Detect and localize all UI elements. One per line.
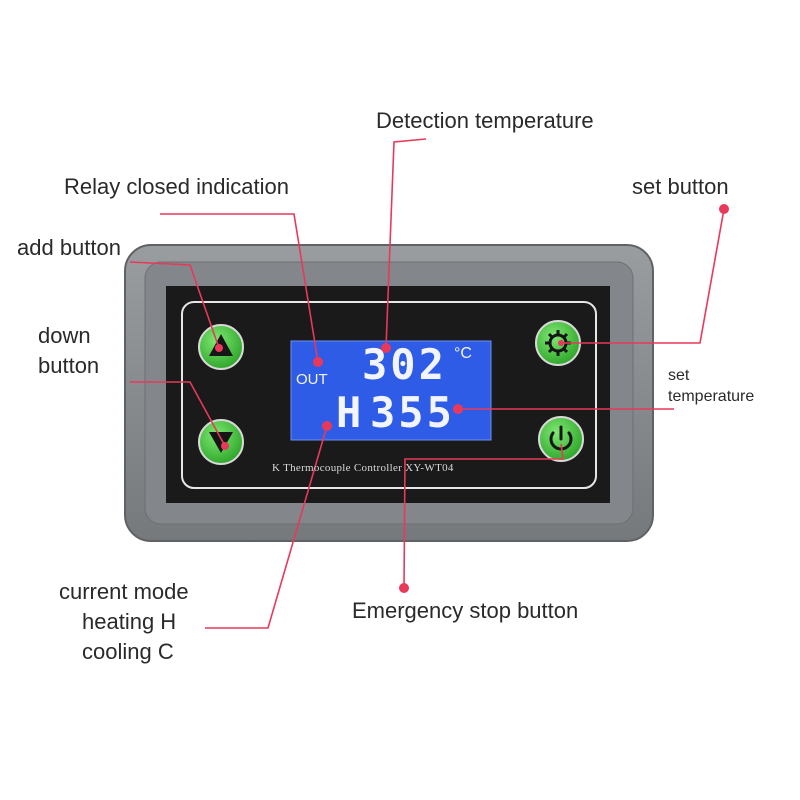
out-indicator: OUT xyxy=(296,371,328,388)
label-detection-temperature: Detection temperature xyxy=(376,108,594,133)
label-current-mode-2: heating H xyxy=(82,609,177,634)
down-button[interactable] xyxy=(198,419,244,465)
callout-line-emergency-stop xyxy=(403,443,564,589)
model-caption: K Thermocouple Controller XY-WT04 xyxy=(272,462,454,474)
label-set-button: set button xyxy=(632,174,729,199)
callout-line-detection-temperature xyxy=(385,138,427,349)
temperature-unit: °C xyxy=(454,345,472,362)
callout-dots xyxy=(215,204,729,593)
label-add-button: add button xyxy=(17,235,121,260)
label-relay-closed: Relay closed indication xyxy=(64,174,290,199)
label-set-temperature-2: temperature xyxy=(668,388,755,405)
label-current-mode-1: current mode xyxy=(59,579,189,604)
mode-indicator: H xyxy=(336,388,362,437)
label-down-button-2: button xyxy=(38,353,100,378)
callout-line-current-mode xyxy=(205,425,328,629)
emergency-stop-button[interactable] xyxy=(538,416,584,462)
callout-lines xyxy=(129,138,725,629)
label-down-button-1: down xyxy=(38,323,91,348)
callout-line-down-button xyxy=(130,381,226,447)
detection-temperature-value: 302 xyxy=(362,340,447,389)
panel-border xyxy=(181,301,597,489)
callout-line-add-button xyxy=(129,261,220,349)
label-current-mode-3: cooling C xyxy=(82,639,174,664)
callout-line-set-button xyxy=(561,208,725,344)
set-temperature-value: 355 xyxy=(370,388,455,437)
label-emergency-stop: Emergency stop button xyxy=(352,598,579,623)
triangle-down-icon xyxy=(209,432,233,453)
callout-line-relay-closed xyxy=(160,213,319,363)
label-set-temperature-1: set xyxy=(668,367,690,384)
